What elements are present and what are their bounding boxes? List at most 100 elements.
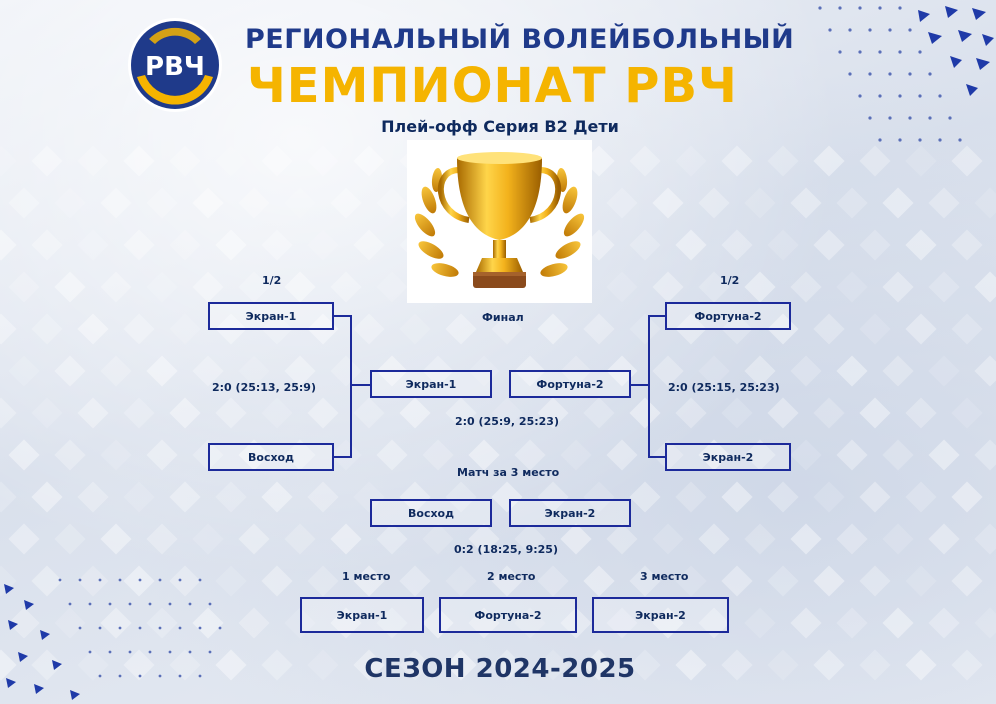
background-diamond [951, 313, 983, 345]
background-diamond [629, 229, 661, 261]
background-diamond [330, 187, 362, 219]
background-diamond [905, 481, 937, 513]
season-label: СЕЗОН 2024-2025 [364, 654, 636, 684]
background-diamond [606, 271, 638, 303]
background-diamond [31, 313, 63, 345]
background-diamond [767, 145, 799, 177]
place-2-team: Фортуна-2 [439, 597, 577, 633]
background-diamond [376, 271, 408, 303]
background-diamond [100, 271, 132, 303]
background-diamond [192, 271, 224, 303]
background-diamond [307, 565, 339, 597]
background-diamond [859, 649, 891, 681]
right-semifinal-score: 2:0 (25:15, 25:23) [668, 381, 780, 394]
decorative-triangles-top-right [818, 6, 994, 142]
place-1-label: 1 место [342, 570, 391, 583]
right-semifinal-team-top: Фортуна-2 [665, 302, 791, 330]
background-diamond [54, 271, 86, 303]
background-diamond [974, 607, 996, 639]
background-diamond [882, 187, 914, 219]
background-diamond [905, 565, 937, 597]
background-diamond [790, 355, 822, 387]
background-diamond [261, 229, 293, 261]
background-diamond [8, 187, 40, 219]
background-diamond [169, 145, 201, 177]
background-diamond [537, 313, 569, 345]
background-diamond [813, 397, 845, 429]
background-diamond [928, 187, 960, 219]
background-diamond [606, 187, 638, 219]
background-diamond [261, 565, 293, 597]
right-round-label: 1/2 [720, 274, 740, 287]
background-diamond [813, 565, 845, 597]
background-diamond [100, 355, 132, 387]
background-diamond [376, 523, 408, 555]
background-diamond [307, 481, 339, 513]
background-diamond [813, 229, 845, 261]
background-diamond [169, 229, 201, 261]
background-diamond [790, 271, 822, 303]
background-diamond [307, 229, 339, 261]
background-diamond [284, 523, 316, 555]
background-diamond [0, 229, 17, 261]
background-diamond [767, 229, 799, 261]
background-diamond [790, 523, 822, 555]
background-diamond [77, 229, 109, 261]
bracket-line [350, 384, 370, 386]
background-diamond [307, 145, 339, 177]
third-place-team-right: Экран-2 [509, 499, 631, 527]
background-diamond [560, 523, 592, 555]
background-diamond [261, 145, 293, 177]
background-diamond [721, 481, 753, 513]
title-line-1: РЕГИОНАЛЬНЫЙ ВОЛЕЙБОЛЬНЫЙ [245, 24, 795, 55]
background-diamond [882, 523, 914, 555]
background-diamond [790, 439, 822, 471]
subtitle: Плей-офф Серия B2 Дети [381, 117, 619, 136]
background-diamond [905, 397, 937, 429]
background-diamond [77, 481, 109, 513]
background-diamond [146, 439, 178, 471]
background-diamond [905, 313, 937, 345]
background-diamond [100, 187, 132, 219]
background-diamond [445, 313, 477, 345]
background-diamond [31, 481, 63, 513]
background-diamond [0, 397, 17, 429]
background-diamond [100, 523, 132, 555]
background-diamond [8, 355, 40, 387]
background-diamond [629, 397, 661, 429]
background-diamond [215, 229, 247, 261]
background-diamond [652, 271, 684, 303]
third-place-team-left: Восход [370, 499, 492, 527]
background-diamond [675, 145, 707, 177]
background-diamond [767, 397, 799, 429]
background-diamond [698, 187, 730, 219]
background-diamond [675, 481, 707, 513]
bracket-line [334, 456, 352, 458]
background-diamond [284, 187, 316, 219]
bracket-line [648, 315, 650, 458]
bracket-line [630, 384, 649, 386]
background-diamond [859, 397, 891, 429]
background-diamond [882, 271, 914, 303]
background-diamond [215, 481, 247, 513]
background-diamond [445, 565, 477, 597]
background-diamond [422, 439, 454, 471]
final-label: Финал [482, 311, 524, 324]
background-diamond [928, 439, 960, 471]
background-diamond [928, 523, 960, 555]
third-place-score: 0:2 (18:25, 9:25) [454, 543, 558, 556]
background-diamond [54, 355, 86, 387]
background-diamond [238, 523, 270, 555]
background-diamond [376, 439, 408, 471]
background-diamond [353, 313, 385, 345]
background-diamond [31, 397, 63, 429]
background-diamond [813, 313, 845, 345]
background-diamond [813, 649, 845, 681]
background-diamond [836, 607, 868, 639]
background-diamond [859, 229, 891, 261]
background-diamond [859, 313, 891, 345]
background-diamond [353, 397, 385, 429]
background-diamond [790, 187, 822, 219]
background-diamond [951, 649, 983, 681]
